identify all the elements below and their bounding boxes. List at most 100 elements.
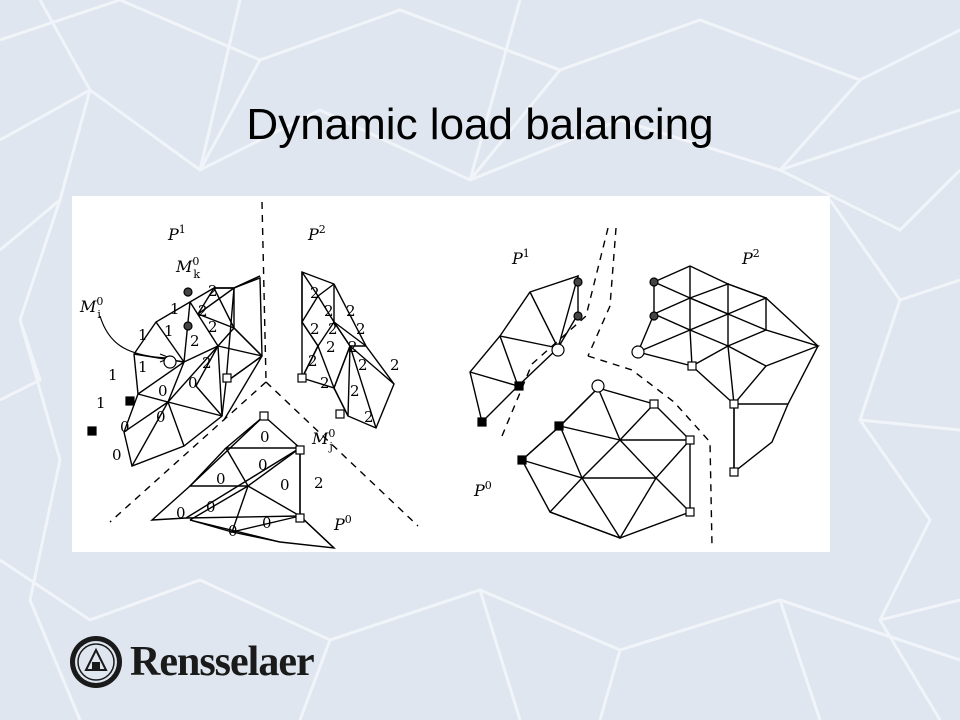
face-number: 0 xyxy=(260,428,270,446)
left-boundary-left xyxy=(109,381,267,523)
face-number: 1 xyxy=(108,366,118,384)
face-number: 2 xyxy=(390,356,400,374)
boundary-vertex-filled xyxy=(514,381,524,391)
face-number: 1 xyxy=(164,322,174,340)
face-number: 2 xyxy=(358,356,368,374)
face-number: 2 xyxy=(310,320,320,338)
face-number: 0 xyxy=(176,504,186,522)
right-partition-labels: P1 P2 P0 xyxy=(473,247,760,500)
boundary-vertex-open xyxy=(687,361,697,371)
migrated-vertex-open xyxy=(551,343,565,357)
shared-vertex-dark xyxy=(573,311,583,321)
right-partition-p2-mesh xyxy=(637,265,821,474)
label-p2-right: P2 xyxy=(741,247,760,268)
boundary-vertex-filled xyxy=(125,396,135,406)
rensselaer-seal-icon xyxy=(70,636,122,688)
shared-vertex-dark xyxy=(183,287,193,297)
boundary-vertex-filled xyxy=(517,455,527,465)
label-p0-left: P0 xyxy=(333,513,352,534)
right-vertex-markers xyxy=(477,277,739,517)
face-number: 0 xyxy=(258,456,268,474)
p2-face-numbers: 2 2 2 2 2 2 2 2 2 2 2 2 2 2 xyxy=(308,284,400,426)
right-partition-p0-mesh xyxy=(521,387,691,540)
face-number: 1 xyxy=(170,300,180,318)
label-p0-right: P0 xyxy=(473,479,492,500)
rensselaer-logo: Rensselaer xyxy=(68,632,328,694)
face-number: 2 xyxy=(350,382,360,400)
boundary-vertex-filled xyxy=(477,417,487,427)
face-number: 0 xyxy=(280,476,290,494)
boundary-vertex-open xyxy=(335,409,345,419)
face-number: 0 xyxy=(120,418,130,436)
face-number: 2 xyxy=(208,282,218,300)
face-number: 2 xyxy=(198,302,208,320)
face-number: 2 xyxy=(346,302,356,320)
face-number: 2 xyxy=(326,338,336,356)
boundary-vertex-open xyxy=(649,399,659,409)
boundary-vertex-open xyxy=(259,411,269,421)
boundary-vertex-open xyxy=(685,507,695,517)
face-number: 2 xyxy=(324,302,334,320)
shared-vertex-dark xyxy=(649,277,659,287)
boundary-vertex-open xyxy=(729,399,739,409)
face-number: 2 xyxy=(364,408,374,426)
face-number: 0 xyxy=(206,498,216,516)
partition-p0-mesh xyxy=(150,415,337,549)
migrating-vertex-open xyxy=(163,355,177,369)
left-boundary-right xyxy=(265,381,419,527)
slide-title: Dynamic load balancing xyxy=(246,100,714,149)
p0-face-numbers: 0 0 0 0 2 0 0 0 0 xyxy=(176,428,324,540)
partition-p1-mesh xyxy=(123,275,263,467)
left-diagram xyxy=(99,201,419,549)
boundary-vertex-open xyxy=(295,513,305,523)
face-number: 0 xyxy=(156,408,166,426)
migrated-vertex-open xyxy=(591,379,605,393)
partition-p2-mesh xyxy=(301,270,395,429)
face-number: 1 xyxy=(96,394,106,412)
face-number: 2 xyxy=(190,332,200,350)
boundary-vertex-filled xyxy=(554,421,564,431)
face-number: 2 xyxy=(320,374,330,392)
left-partition-labels: P1 P2 P0 xyxy=(167,223,352,534)
right-boundary-mid xyxy=(587,355,713,547)
face-number: 2 xyxy=(208,318,218,336)
boundary-vertex-filled xyxy=(87,426,97,436)
face-number: 0 xyxy=(216,470,226,488)
logo-wordmark: Rensselaer xyxy=(130,639,315,685)
face-number: 0 xyxy=(262,514,272,532)
shared-vertex-dark xyxy=(573,277,583,287)
boundary-vertex-open xyxy=(729,467,739,477)
face-number: 0 xyxy=(188,374,198,392)
face-number: 1 xyxy=(138,358,148,376)
left-boundary-top xyxy=(261,201,267,381)
left-vertex-markers xyxy=(87,287,345,523)
p1-face-numbers: 2 1 2 1 1 2 2 1 1 2 1 0 0 0 0 0 xyxy=(96,282,218,464)
face-number: 2 xyxy=(328,320,338,338)
face-number: 2 xyxy=(348,338,358,356)
face-number: 2 xyxy=(356,320,366,338)
right-diagram xyxy=(469,227,821,547)
right-boundary-left xyxy=(501,227,609,437)
face-number: 0 xyxy=(112,446,122,464)
mesh-entity-arrow xyxy=(99,315,169,359)
boundary-vertex-open xyxy=(685,435,695,445)
mesh-partition-diagram: P1 P2 P0 M0k M0i M0j 2 1 2 1 1 2 2 1 1 2… xyxy=(79,201,821,549)
face-number: 0 xyxy=(158,382,168,400)
figure-panel xyxy=(72,196,830,552)
label-p1-left: P1 xyxy=(167,223,186,244)
label-p1-right: P1 xyxy=(511,247,530,268)
face-number: 2 xyxy=(314,474,324,492)
face-number: 0 xyxy=(228,522,238,540)
right-boundary-top xyxy=(587,227,617,357)
face-number: 2 xyxy=(308,352,318,370)
boundary-vertex-open xyxy=(295,445,305,455)
shared-vertex-dark xyxy=(649,311,659,321)
shared-vertex-dark xyxy=(183,321,193,331)
face-number: 1 xyxy=(138,326,148,344)
boundary-vertex-open xyxy=(222,373,232,383)
